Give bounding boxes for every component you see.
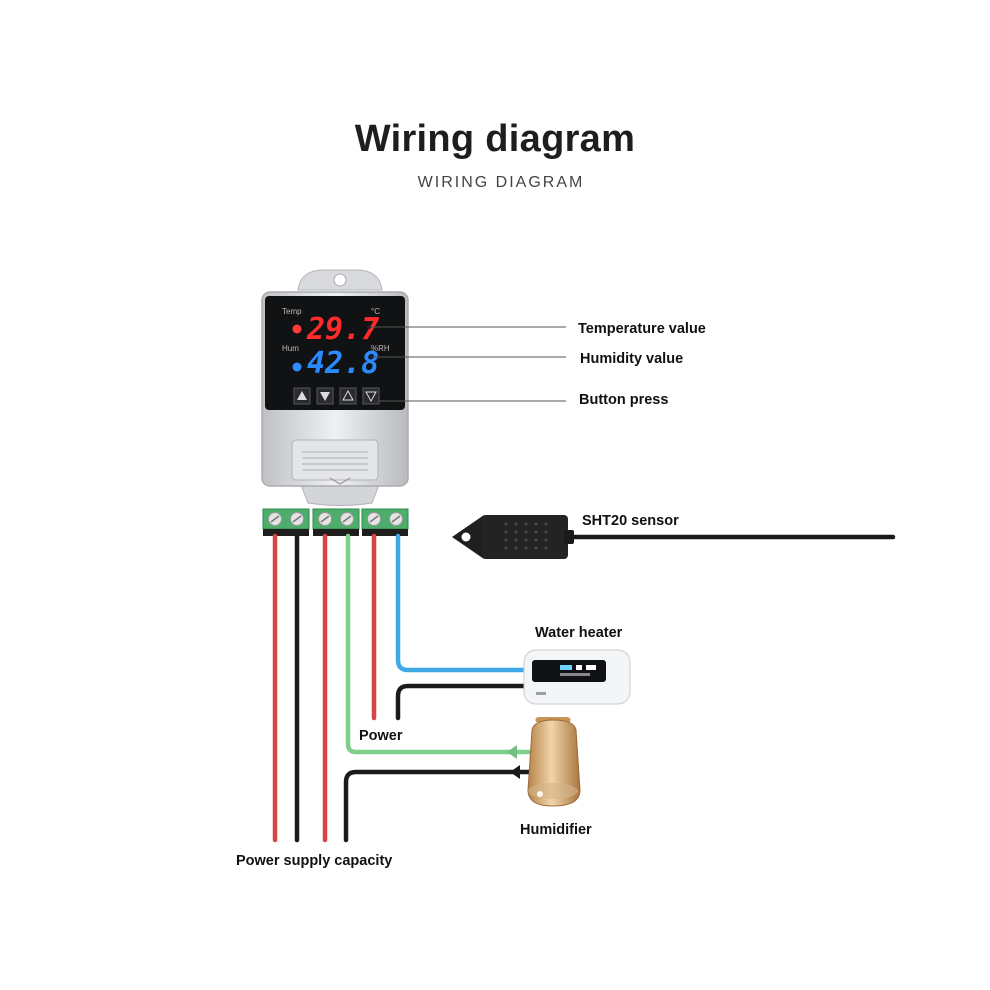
callout-dot-temperature bbox=[367, 325, 371, 329]
label-temperature-value: Temperature value bbox=[578, 321, 706, 337]
label-humidity-value: Humidity value bbox=[580, 351, 684, 367]
temp-value: 29.7 bbox=[306, 312, 379, 347]
hum-indicator-dot bbox=[292, 362, 302, 372]
green-wire-arrow bbox=[507, 745, 517, 759]
label-power-supply-capacity: Power supply capacity bbox=[236, 853, 393, 869]
terminal-block-power bbox=[262, 508, 310, 536]
page-title: Wiring diagram bbox=[354, 118, 636, 160]
terminal-block-heater bbox=[361, 508, 409, 536]
sht20-sensor bbox=[452, 515, 574, 559]
terminal-block-humidifier bbox=[312, 508, 360, 536]
hum-unit: %RH bbox=[371, 344, 390, 353]
temp-indicator-dot bbox=[292, 324, 302, 334]
water-heater-device bbox=[523, 649, 631, 705]
wire-black-humidifier bbox=[343, 769, 538, 843]
controller-device bbox=[261, 269, 409, 506]
callout-dot-humidity bbox=[369, 355, 373, 359]
label-button-press: Button press bbox=[579, 392, 669, 408]
button-up-filled[interactable] bbox=[293, 387, 311, 405]
temp-label: Temp bbox=[282, 307, 302, 316]
button-down-outline[interactable] bbox=[362, 387, 380, 405]
wire-green-humidifier bbox=[345, 533, 538, 755]
label-humidifier: Humidifier bbox=[520, 822, 592, 838]
button-down-filled[interactable] bbox=[316, 387, 334, 405]
label-power: Power bbox=[359, 728, 403, 744]
wire-black-heater bbox=[395, 683, 531, 721]
hum-label: Hum bbox=[282, 344, 299, 353]
humidifier-device bbox=[527, 717, 581, 807]
hum-value: 42.8 bbox=[307, 346, 379, 381]
page-subtitle: WIRING DIAGRAM bbox=[417, 174, 585, 191]
label-water-heater: Water heater bbox=[535, 625, 623, 641]
button-up-outline[interactable] bbox=[339, 387, 357, 405]
temp-unit: °C bbox=[371, 307, 380, 316]
label-sht20-sensor: SHT20 sensor bbox=[582, 513, 679, 529]
black-wire-arrow bbox=[510, 765, 520, 779]
wire-blue-heater bbox=[395, 533, 531, 673]
